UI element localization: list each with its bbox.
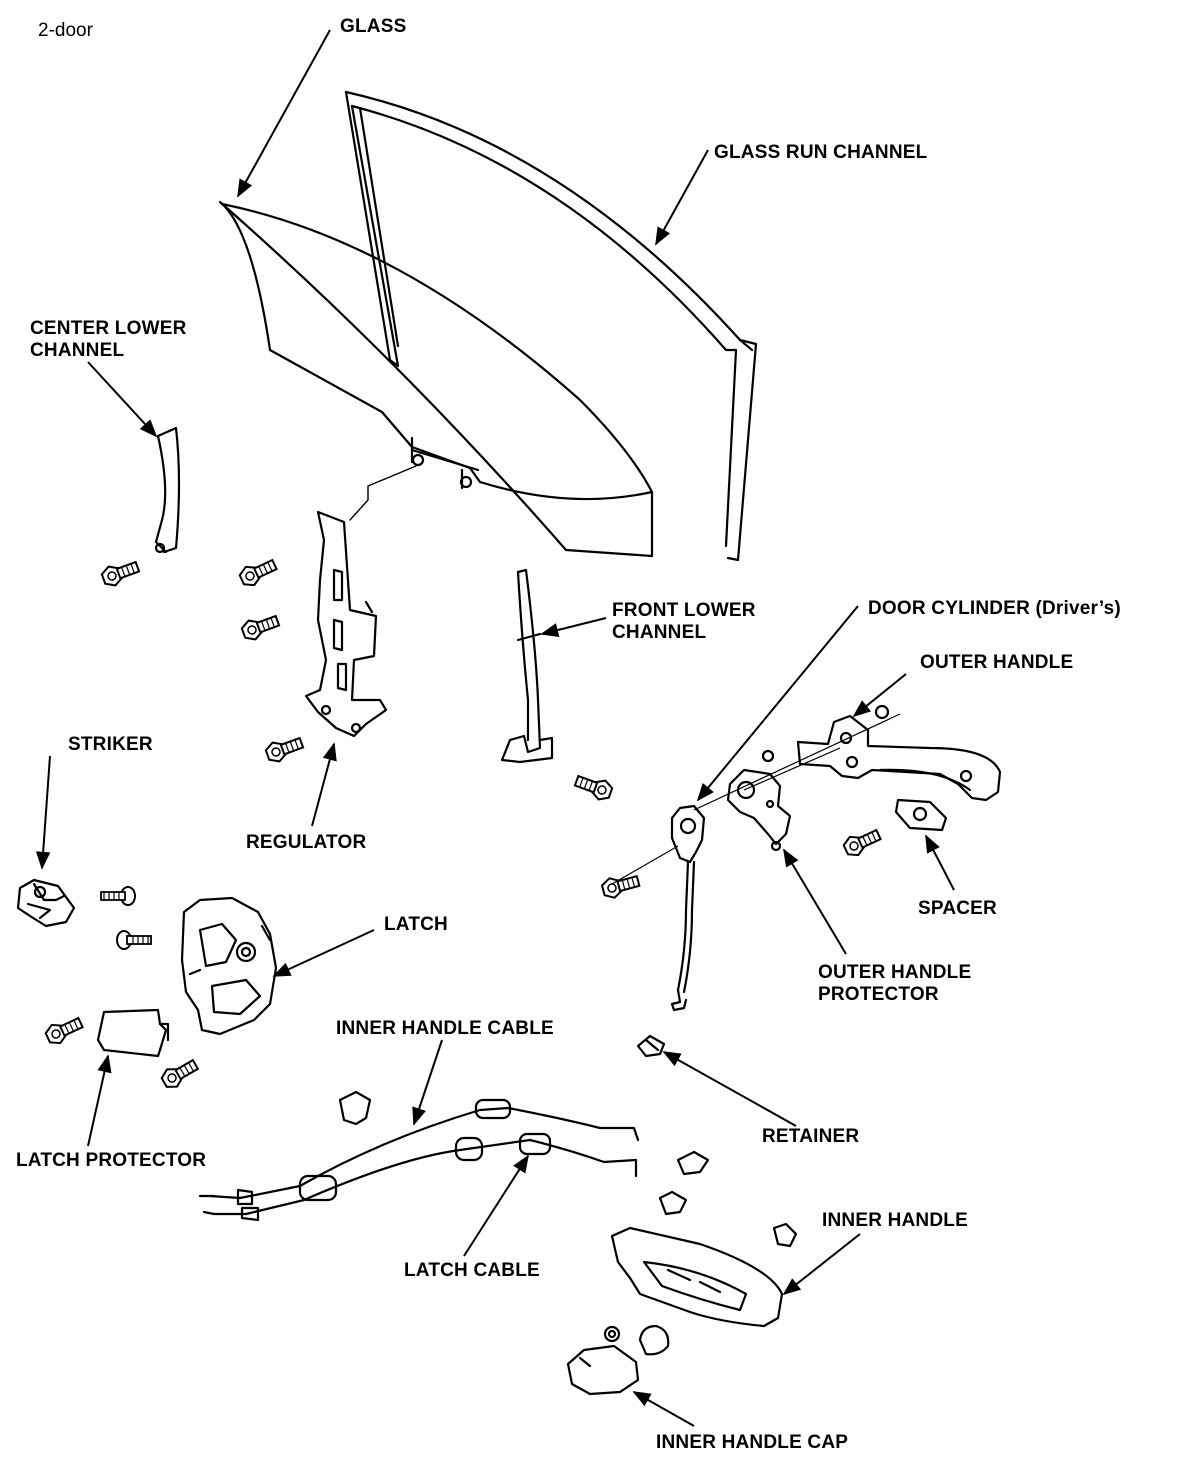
label-front-lower-channel-line2: CHANNEL [612, 622, 707, 643]
striker-part [16, 878, 76, 928]
label-spacer: SPACER [918, 898, 997, 919]
glass-part [218, 200, 654, 558]
door-cylinder-part [670, 804, 706, 1012]
label-regulator: REGULATOR [246, 832, 367, 853]
label-outer-handle: OUTER HANDLE [920, 652, 1074, 673]
label-door-cylinder: DOOR CYLINDER (Driver’s) [868, 598, 1121, 619]
label-latch-protector: LATCH PROTECTOR [16, 1150, 207, 1171]
front-lower-channel-part [500, 568, 554, 764]
label-inner-handle-cap: INNER HANDLE CAP [656, 1432, 849, 1453]
label-outer-handle-protector-line2: PROTECTOR [818, 984, 939, 1005]
label-glass-run-channel: GLASS RUN CHANNEL [714, 142, 928, 163]
center-lower-channel-part [154, 426, 181, 554]
diagram-caption: 2-door [38, 20, 93, 41]
latch-protector-part [96, 1008, 170, 1058]
label-retainer: RETAINER [762, 1126, 860, 1147]
label-inner-handle: INNER HANDLE [822, 1210, 968, 1231]
label-outer-handle-protector-line1: OUTER HANDLE [818, 962, 972, 983]
spacer-part [894, 798, 948, 832]
label-front-lower-channel-line1: FRONT LOWER [612, 600, 756, 621]
latch-part [180, 896, 278, 1036]
glass-run-channel-part [344, 90, 758, 562]
label-center-lower-channel-line1: CENTER LOWER [30, 318, 187, 339]
label-inner-handle-cable: INNER HANDLE CABLE [336, 1018, 554, 1039]
inner-handle-part [610, 1226, 784, 1328]
clips [603, 704, 890, 1356]
label-glass: GLASS [340, 16, 407, 37]
outer-handle-protector-part [726, 768, 792, 852]
label-center-lower-channel-line2: CHANNEL [30, 340, 125, 361]
fasteners [42, 554, 884, 1093]
label-latch-cable: LATCH CABLE [404, 1260, 540, 1281]
cable-assembly-part [198, 1090, 798, 1248]
inner-handle-cap-part [566, 1344, 640, 1396]
regulator-part [304, 465, 417, 738]
retainer-part [636, 1034, 666, 1058]
label-striker: STRIKER [68, 734, 153, 755]
label-latch: LATCH [384, 914, 448, 935]
outer-handle-part [796, 714, 1002, 802]
